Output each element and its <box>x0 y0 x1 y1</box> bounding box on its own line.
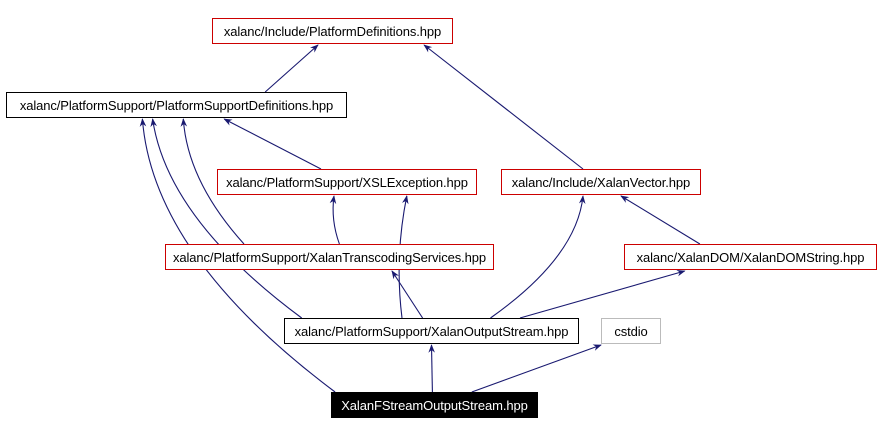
node-label: xalanc/PlatformSupport/XalanOutputStream… <box>294 323 569 339</box>
edge-xalan-fstream-output-stream-to-cstdio <box>471 344 602 393</box>
node-label: xalanc/PlatformSupport/PlatformSupportDe… <box>19 97 334 113</box>
node-label: xalanc/Include/PlatformDefinitions.hpp <box>223 23 442 39</box>
node-label: cstdio <box>614 323 648 339</box>
edge-xsl-exception-to-platform-support-definitions <box>223 118 322 170</box>
edge-xalan-output-stream-to-xalan-vector <box>490 195 586 319</box>
edge-xalan-vector-to-platform-definitions <box>423 44 584 170</box>
edge-xalan-transcoding-services-to-xsl-exception <box>329 195 340 245</box>
edge-xalan-output-stream-to-platform-support-definitions <box>150 118 303 319</box>
node-label: xalanc/PlatformSupport/XalanTranscodingS… <box>172 249 487 265</box>
node-label: xalanc/PlatformSupport/XSLException.hpp <box>226 174 468 190</box>
node-xalan-transcoding-services[interactable]: xalanc/PlatformSupport/XalanTranscodingS… <box>165 244 494 270</box>
node-xsl-exception[interactable]: xalanc/PlatformSupport/XSLException.hpp <box>217 169 477 195</box>
node-label: XalanFStreamOutputStream.hpp <box>341 397 528 413</box>
node-xalan-dom-string[interactable]: xalanc/XalanDOM/XalanDOMString.hpp <box>624 244 877 270</box>
node-xalan-output-stream[interactable]: xalanc/PlatformSupport/XalanOutputStream… <box>284 318 579 344</box>
edge-xalan-output-stream-to-xalan-dom-string <box>519 269 686 319</box>
edge-xalan-fstream-output-stream-to-xalan-output-stream <box>428 344 435 393</box>
node-label: xalanc/Include/XalanVector.hpp <box>511 174 691 190</box>
node-cstdio[interactable]: cstdio <box>601 318 661 344</box>
edge-platform-support-definitions-to-platform-definitions <box>264 44 319 93</box>
node-xalan-vector[interactable]: xalanc/Include/XalanVector.hpp <box>501 169 701 195</box>
edge-xalan-dom-string-to-xalan-vector <box>620 195 701 245</box>
node-platform-support-definitions[interactable]: xalanc/PlatformSupport/PlatformSupportDe… <box>6 92 347 118</box>
edge-xalan-output-stream-to-xalan-transcoding-services <box>391 270 424 319</box>
node-label: xalanc/XalanDOM/XalanDOMString.hpp <box>636 249 865 265</box>
node-platform-definitions[interactable]: xalanc/Include/PlatformDefinitions.hpp <box>212 18 453 44</box>
node-xalan-fstream-output-stream[interactable]: XalanFStreamOutputStream.hpp <box>331 392 538 418</box>
